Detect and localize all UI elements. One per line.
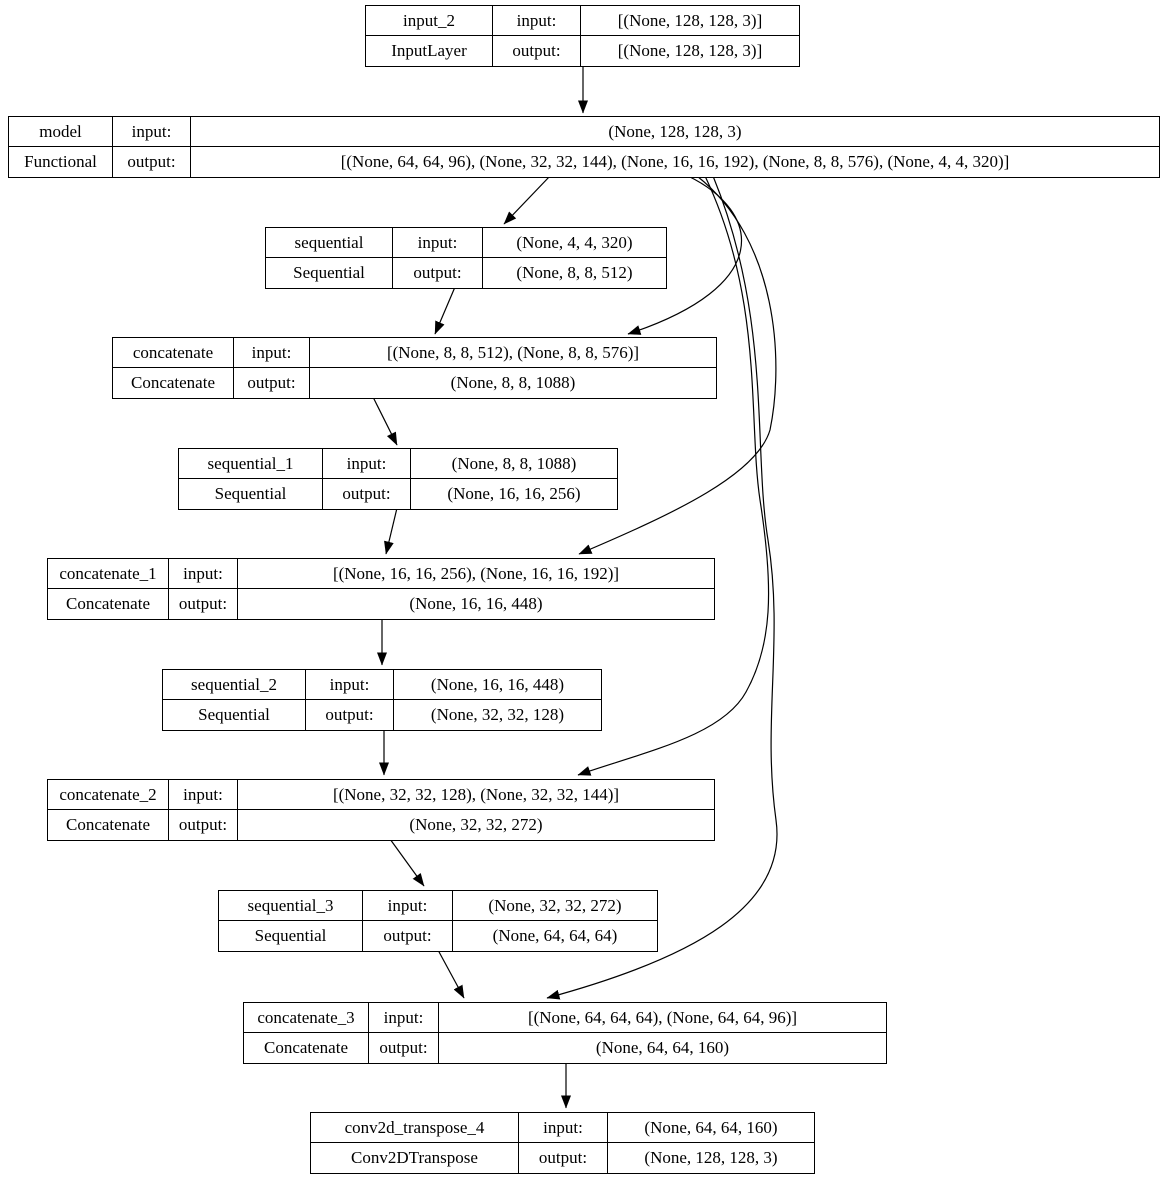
layer-input-shape: (None, 16, 16, 448) (394, 670, 601, 700)
layer-input-shape: [(None, 128, 128, 3)] (581, 6, 799, 36)
output-label: output: (234, 368, 310, 398)
layer-name: concatenate_3 (244, 1003, 369, 1033)
layer-output-shape: [(None, 128, 128, 3)] (617, 41, 763, 60)
output-label: output: (363, 921, 453, 951)
edge-sequential-concatenate (434, 286, 456, 335)
layer-type: InputLayer (366, 36, 493, 66)
layer-type: Concatenate (113, 368, 234, 398)
edge-concatenate-sequential_1 (372, 396, 398, 446)
layer-type: Sequential (163, 700, 306, 730)
output-label: output: (369, 1033, 439, 1063)
output-label: output: (323, 479, 411, 509)
layer-output-shape: [(None, 64, 64, 96), (None, 32, 32, 144)… (340, 152, 1010, 171)
layer-input-shape: (None, 128, 128, 3) (191, 117, 1159, 147)
output-label: output: (519, 1143, 608, 1173)
output-label: output: (493, 36, 581, 66)
layer-name: concatenate (113, 338, 234, 368)
edge-model-concatenate_3 (546, 175, 778, 1000)
edge-sequential_3-concatenate_3 (437, 949, 465, 999)
input-label: input: (493, 6, 581, 36)
input-label: input: (519, 1113, 608, 1143)
layer-name: input_2 (366, 6, 493, 36)
layer-output-shape: (None, 8, 8, 1088) (450, 373, 576, 392)
input-label: input: (306, 670, 394, 700)
edge-sequential_1-concatenate_1 (384, 507, 398, 555)
input-label: input: (169, 780, 238, 810)
layer-name: conv2d_transpose_4 (311, 1113, 519, 1143)
layer-type: Concatenate (48, 589, 169, 619)
layer-input-shape: (None, 64, 64, 160) (608, 1113, 814, 1143)
layer-output-shape: (None, 32, 32, 128) (430, 705, 565, 724)
layer-type: Sequential (266, 258, 393, 288)
layer-output-shape: (None, 16, 16, 448) (409, 594, 543, 613)
layer-type: Sequential (179, 479, 323, 509)
layer-type: Concatenate (48, 810, 169, 840)
layer-input-shape: [(None, 8, 8, 512), (None, 8, 8, 576)] (310, 338, 716, 368)
output-label: output: (113, 147, 191, 177)
output-label: output: (169, 589, 238, 619)
layer-input-shape: (None, 4, 4, 320) (483, 228, 666, 258)
layer-type: Conv2DTranspose (311, 1143, 519, 1173)
output-label: output: (393, 258, 483, 288)
input-label: input: (169, 559, 238, 589)
layer-input-shape: [(None, 64, 64, 64), (None, 64, 64, 96)] (439, 1003, 886, 1033)
layer-type: Functional (9, 147, 113, 177)
input-label: input: (363, 891, 453, 921)
edge-model-concatenate_1 (578, 175, 777, 555)
layer-input-shape: (None, 32, 32, 272) (453, 891, 657, 921)
layer-input-shape: [(None, 32, 32, 128), (None, 32, 32, 144… (238, 780, 714, 810)
output-label: output: (169, 810, 238, 840)
input-label: input: (369, 1003, 439, 1033)
layer-name: sequential (266, 228, 393, 258)
layer-output-shape: (None, 16, 16, 256) (447, 484, 581, 503)
layer-input-shape: (None, 8, 8, 1088) (411, 449, 617, 479)
layer-output-shape: (None, 64, 64, 160) (595, 1038, 730, 1057)
input-label: input: (323, 449, 411, 479)
input-label: input: (234, 338, 310, 368)
layer-output-shape: (None, 8, 8, 512) (516, 263, 633, 282)
layer-name: concatenate_1 (48, 559, 169, 589)
layer-output-shape: (None, 64, 64, 64) (492, 926, 618, 945)
layer-name: model (9, 117, 113, 147)
layer-output-shape: (None, 128, 128, 3) (644, 1148, 778, 1167)
layer-output-shape: (None, 32, 32, 272) (409, 815, 543, 834)
output-label: output: (306, 700, 394, 730)
layer-name: sequential_3 (219, 891, 363, 921)
layer-name: sequential_1 (179, 449, 323, 479)
layer-type: Sequential (219, 921, 363, 951)
layer-type: Concatenate (244, 1033, 369, 1063)
edge-model-sequential (503, 175, 551, 225)
edge-model-concatenate_2 (577, 175, 770, 776)
layer-name: concatenate_2 (48, 780, 169, 810)
input-label: input: (393, 228, 483, 258)
edge-concatenate_2-sequential_3 (389, 838, 425, 887)
edge-model-concatenate (627, 175, 743, 335)
layer-name: sequential_2 (163, 670, 306, 700)
input-label: input: (113, 117, 191, 147)
layer-input-shape: [(None, 16, 16, 256), (None, 16, 16, 192… (238, 559, 714, 589)
